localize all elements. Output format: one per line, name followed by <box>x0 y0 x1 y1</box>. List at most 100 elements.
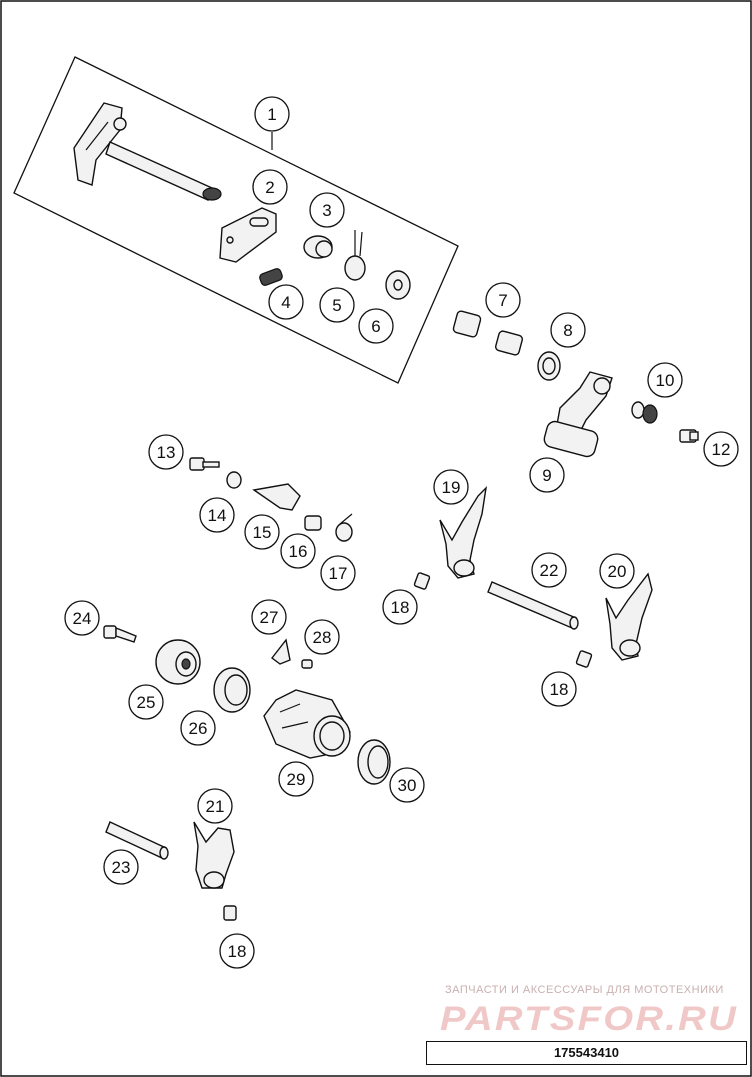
shift-fork-part-19 <box>439 485 488 579</box>
callout-number: 15 <box>253 523 272 542</box>
callout-circle <box>304 619 340 655</box>
callout-circle <box>599 553 635 589</box>
callout-17: 17 <box>320 555 356 591</box>
compression-spring-part <box>259 268 283 286</box>
callout-18: 18 <box>541 671 577 707</box>
callout-circle <box>251 599 287 635</box>
callout-circle <box>358 308 394 344</box>
callout-number: 30 <box>398 776 417 795</box>
callout-number: 25 <box>137 693 156 712</box>
spring-part-17 <box>335 513 353 542</box>
callout-12: 12 <box>703 431 739 467</box>
callout-circle <box>382 589 418 625</box>
callout-circle <box>254 96 290 132</box>
screw-part-13 <box>189 457 220 471</box>
callout-circle <box>320 555 356 591</box>
callout-2: 2 <box>252 169 288 205</box>
callout-number: 23 <box>112 858 131 877</box>
callout-number: 14 <box>208 506 227 525</box>
callout-15: 15 <box>244 514 280 550</box>
diagram-code: 175543410 <box>553 1045 620 1060</box>
screw-part-24 <box>103 625 137 643</box>
callout-number: 9 <box>542 466 551 485</box>
callout-circle <box>268 284 304 320</box>
needle-bearing-part-7 <box>452 310 523 356</box>
callout-circle <box>280 533 316 569</box>
shift-lever-part <box>543 371 613 458</box>
callout-circle <box>529 457 565 493</box>
callout-circle <box>389 767 425 803</box>
shift-lever-part-15 <box>252 483 301 511</box>
callout-5: 5 <box>319 287 355 323</box>
callout-circle <box>199 497 235 533</box>
callout-13: 13 <box>148 434 184 470</box>
diagram-code-box: 175543410 <box>426 1041 747 1065</box>
callout-circle <box>703 431 739 467</box>
bushing-part-3 <box>303 235 333 259</box>
callout-circle <box>128 684 164 720</box>
callout-22: 22 <box>531 552 567 588</box>
callout-19: 19 <box>433 469 469 505</box>
torsion-spring-part <box>344 230 366 281</box>
bush-part-16 <box>304 515 322 531</box>
callout-number: 13 <box>157 443 176 462</box>
callout-circle <box>550 312 586 348</box>
callout-8: 8 <box>550 312 586 348</box>
callout-number: 1 <box>267 105 276 124</box>
callout-number: 8 <box>563 321 572 340</box>
callout-6: 6 <box>358 308 394 344</box>
callout-circle <box>485 282 521 318</box>
callout-number: 28 <box>313 628 332 647</box>
watermark-brand: PARTSFOR.RU <box>440 1000 738 1038</box>
seal-ring-part-8 <box>537 351 561 381</box>
callout-number: 5 <box>332 296 341 315</box>
callout-3: 3 <box>309 192 345 228</box>
callout-number: 17 <box>329 564 348 583</box>
callout-number: 16 <box>289 542 308 561</box>
callout-9: 9 <box>529 457 565 493</box>
callout-number: 24 <box>73 609 92 628</box>
callout-number: 19 <box>442 478 461 497</box>
callout-number: 2 <box>265 178 274 197</box>
callout-25: 25 <box>128 684 164 720</box>
callout-number: 7 <box>498 291 507 310</box>
washer-part-6 <box>385 270 411 300</box>
callout-20: 20 <box>599 553 635 589</box>
callout-number: 26 <box>189 719 208 738</box>
washer-part-14 <box>226 471 242 489</box>
locking-plate-part-27 <box>271 638 291 665</box>
callout-number: 27 <box>260 608 279 627</box>
callout-27: 27 <box>251 599 287 635</box>
watermark-tagline: ЗАПЧАСТИ И АКСЕССУАРЫ ДЛЯ МОТОТЕХНИКИ <box>445 984 724 996</box>
washer-nut-part-10 <box>631 401 658 424</box>
callout-7: 7 <box>485 282 521 318</box>
callout-circle <box>531 552 567 588</box>
shift-fork-part-21 <box>193 821 235 889</box>
shift-drum-part <box>263 689 351 759</box>
callout-number: 21 <box>206 797 225 816</box>
callout-28: 28 <box>304 619 340 655</box>
callout-21: 21 <box>197 788 233 824</box>
bearing-part-26 <box>213 667 251 713</box>
bolt-part-12 <box>679 429 699 443</box>
callout-18: 18 <box>219 933 255 969</box>
bearing-part-30 <box>357 739 391 785</box>
pin-part-18a <box>413 572 431 590</box>
callout-circle <box>148 434 184 470</box>
callout-number: 10 <box>656 371 675 390</box>
callout-circle <box>647 362 683 398</box>
callout-1: 1 <box>254 96 290 150</box>
callout-number: 4 <box>281 293 290 312</box>
callout-circle <box>433 469 469 505</box>
callout-circle <box>319 287 355 323</box>
callout-circle <box>309 192 345 228</box>
callout-circle <box>180 710 216 746</box>
callout-circle <box>278 761 314 797</box>
callout-number: 29 <box>287 770 306 789</box>
callout-number: 18 <box>228 942 247 961</box>
fork-shaft-part-23 <box>105 821 169 860</box>
callout-18: 18 <box>382 589 418 625</box>
screw-part-28 <box>301 659 313 669</box>
